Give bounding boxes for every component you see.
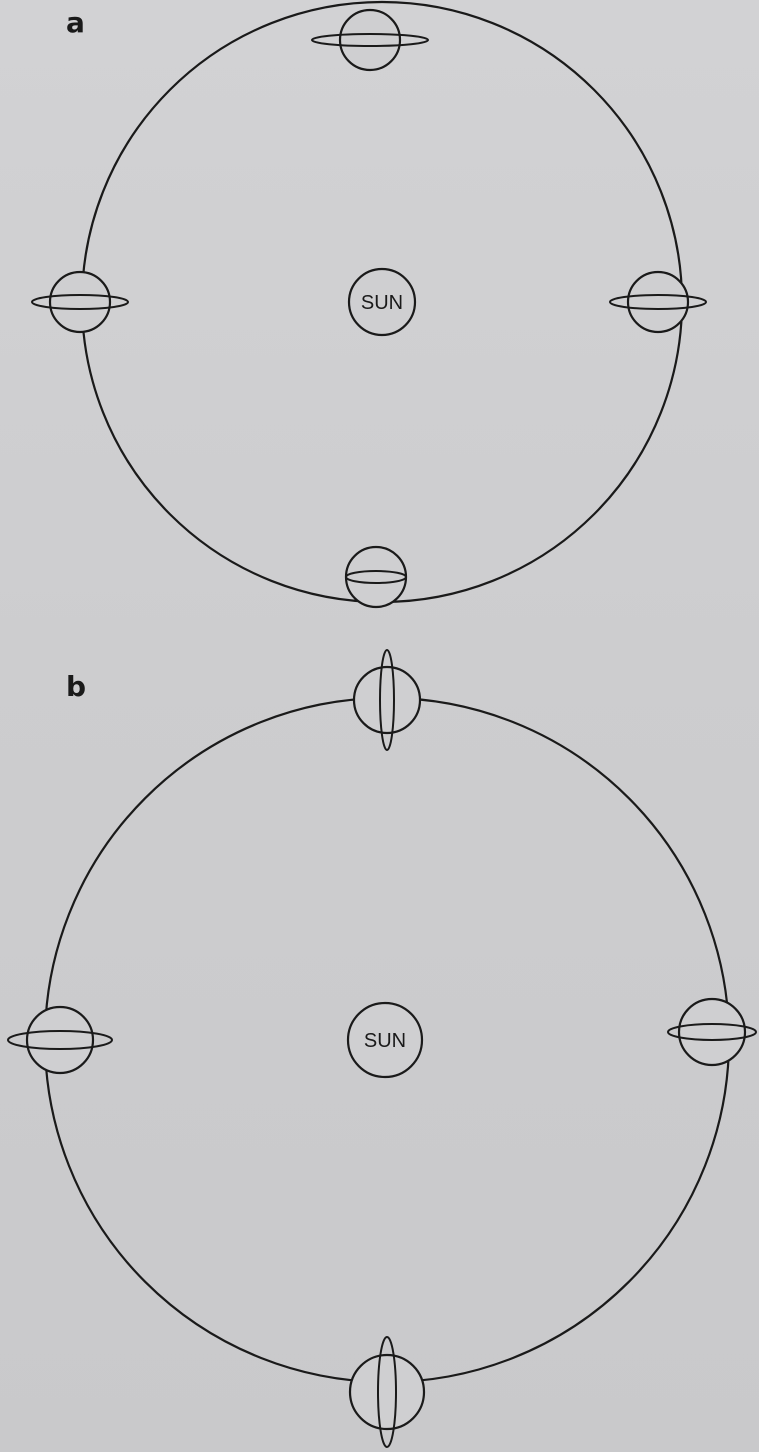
- equatorial-bulge-ring: [379, 649, 395, 751]
- earth-right: [667, 997, 757, 1067]
- earth-disc: [626, 270, 690, 334]
- equatorial-bulge-ring: [667, 1023, 757, 1041]
- equatorial-bulge-ring: [31, 294, 129, 310]
- earth-disc: [677, 997, 747, 1067]
- earth-bottom: [344, 545, 408, 609]
- panel-a: a SUN: [31, 0, 707, 609]
- equatorial-bulge-ring: [377, 1336, 397, 1448]
- sun-disc: [347, 267, 417, 337]
- earth-disc: [338, 8, 402, 72]
- panel-b-label: b: [66, 670, 86, 703]
- panel-b: b SUN: [7, 649, 757, 1448]
- earth-top: [352, 649, 422, 751]
- sun: SUN: [346, 1001, 424, 1079]
- equatorial-bulge-ring: [609, 294, 707, 310]
- earth-disc: [344, 545, 408, 609]
- sun-label: SUN: [364, 1030, 406, 1052]
- earth-bottom: [348, 1336, 426, 1448]
- panel-a-label: a: [66, 6, 85, 39]
- equatorial-bulge-ring: [7, 1030, 113, 1050]
- equatorial-bulge-ring: [345, 570, 407, 584]
- sun: SUN: [347, 267, 417, 337]
- earth-disc: [352, 665, 422, 735]
- earth-left: [7, 1005, 113, 1075]
- sun-label: SUN: [361, 292, 403, 314]
- earth-right: [609, 270, 707, 334]
- equatorial-bulge-ring: [311, 33, 429, 47]
- earth-left: [31, 270, 129, 334]
- earth-disc: [48, 270, 112, 334]
- earth-top: [311, 8, 429, 72]
- earth-disc: [348, 1353, 426, 1431]
- sun-disc: [346, 1001, 424, 1079]
- earth-disc: [25, 1005, 95, 1075]
